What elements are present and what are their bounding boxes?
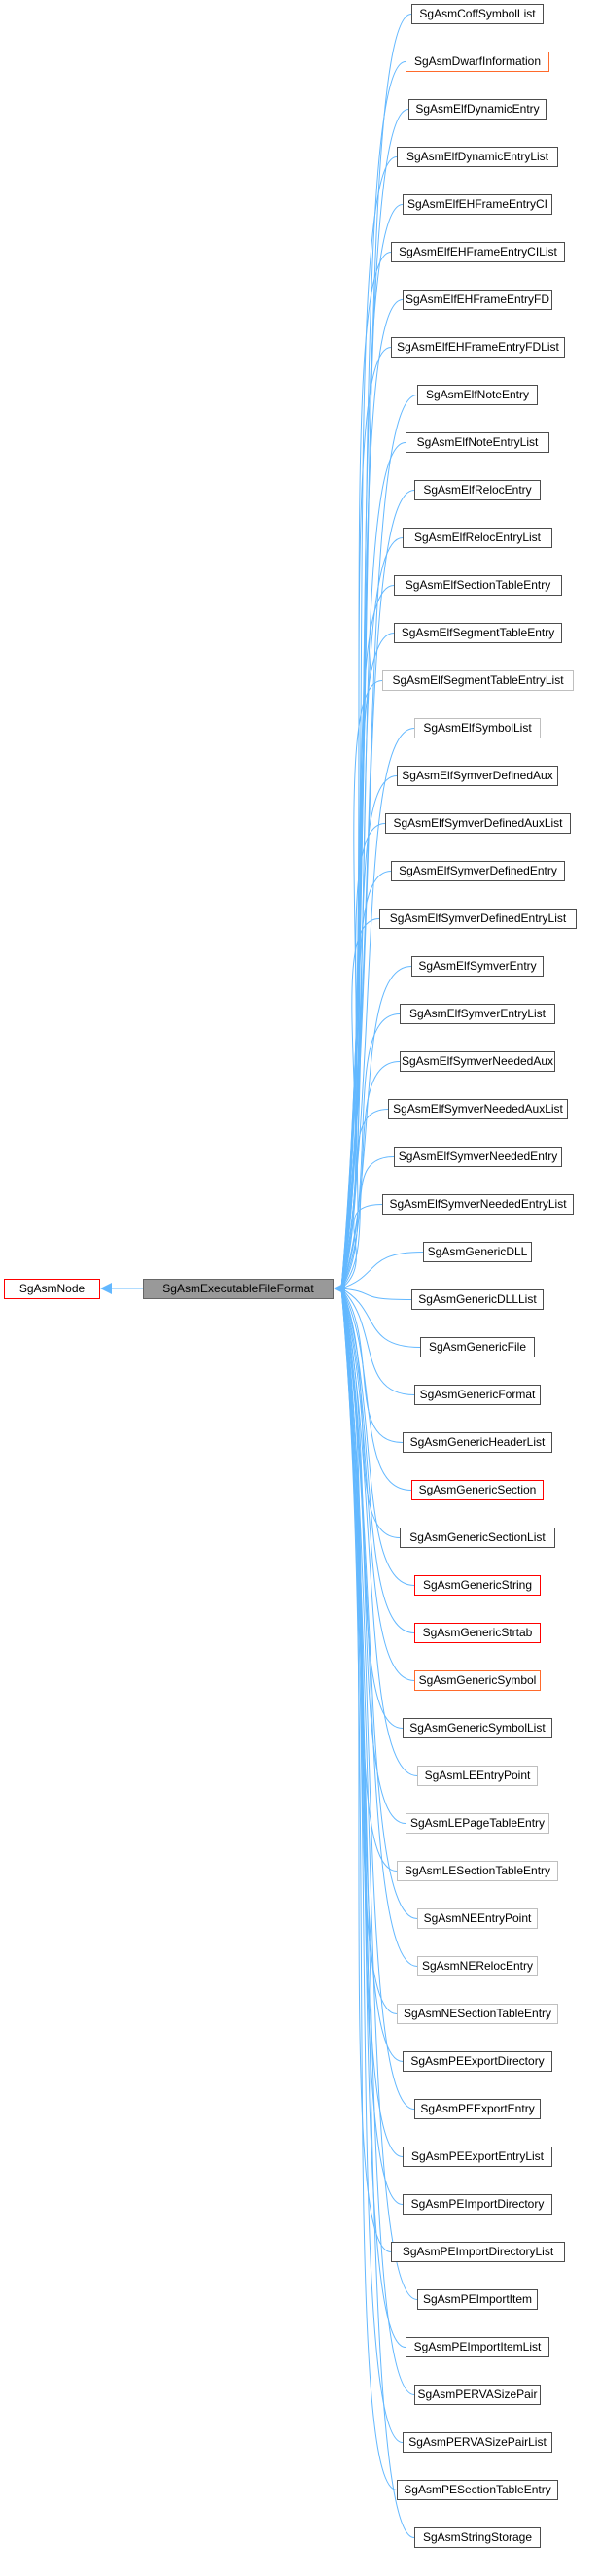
arrowhead-base [100,1283,112,1294]
edge-sg-asm-generic-format [340,1288,415,1395]
node-sg-asm-elf-symver-needed-aux-list[interactable]: SgAsmElfSymverNeededAuxList [388,1099,568,1119]
node-sg-asm-dwarf-information[interactable]: SgAsmDwarfInformation [406,52,549,72]
node-sg-asm-coff-symbol-list[interactable]: SgAsmCoffSymbolList [411,4,544,24]
edge-sg-asm-neentry-point [340,1288,418,1919]
node-sg-asm-elf-reloc-entry-list[interactable]: SgAsmElfRelocEntryList [403,528,552,548]
edge-sg-asm-generic-dlllist [340,1288,412,1300]
edge-sg-asm-elf-symver-entry-list [340,1013,401,1289]
edge-sg-asm-elf-segment-table-entry-list [340,680,383,1289]
node-sg-asm-elf-symver-needed-entry-list[interactable]: SgAsmElfSymverNeededEntryList [382,1194,574,1215]
node-sg-asm-generic-header-list[interactable]: SgAsmGenericHeaderList [403,1432,552,1453]
node-sg-asm-peexport-directory[interactable]: SgAsmPEExportDirectory [403,2051,552,2072]
edge-sg-asm-string-storage [340,1288,415,2538]
node-sg-asm-elf-note-entry-list[interactable]: SgAsmElfNoteEntryList [406,432,549,453]
edge-sg-asm-elf-symver-needed-aux-list [340,1109,389,1289]
node-sg-asm-generic-dll[interactable]: SgAsmGenericDLL [423,1242,532,1262]
edge-sg-asm-generic-file [340,1288,421,1348]
edge-sg-asm-elf-symver-defined-aux-list [340,823,386,1289]
edge-sg-asm-generic-dll [340,1252,424,1289]
node-sg-asm-generic-section-list[interactable]: SgAsmGenericSectionList [400,1528,555,1548]
edge-sg-asm-elf-symver-needed-aux [340,1061,401,1289]
edge-sg-asm-pervasize-pair-list [340,1288,404,2443]
node-sg-asm-elf-symver-needed-entry[interactable]: SgAsmElfSymverNeededEntry [394,1147,562,1167]
node-sg-asm-neentry-point[interactable]: SgAsmNEEntryPoint [417,1908,538,1929]
node-sg-asm-elf-section-table-entry[interactable]: SgAsmElfSectionTableEntry [394,575,562,596]
node-sg-asm-elf-note-entry[interactable]: SgAsmElfNoteEntry [417,385,538,405]
edge-sg-asm-nereloc-entry [340,1288,418,1967]
node-sg-asm-generic-dlllist[interactable]: SgAsmGenericDLLList [411,1289,544,1310]
node-sg-asm-elf-symbol-list[interactable]: SgAsmElfSymbolList [414,718,541,738]
edge-sg-asm-pesection-table-entry [340,1288,398,2490]
node-sg-asm-elf-ehframe-entry-cilist[interactable]: SgAsmElfEHFrameEntryCIList [391,242,565,262]
edge-sg-asm-generic-symbol [340,1288,415,1681]
node-sg-asm-peimport-directory-list[interactable]: SgAsmPEImportDirectoryList [391,2242,565,2262]
edge-sg-asm-elf-symver-needed-entry-list [340,1204,383,1289]
node-sg-asm-elf-symver-defined-entry-list[interactable]: SgAsmElfSymverDefinedEntryList [379,909,577,929]
node-sg-asm-generic-file[interactable]: SgAsmGenericFile [420,1337,535,1357]
node-sg-asm-elf-symver-needed-aux[interactable]: SgAsmElfSymverNeededAux [400,1051,555,1072]
edge-sg-asm-leentry-point [340,1288,418,1776]
node-sg-asm-lepage-table-entry[interactable]: SgAsmLEPageTableEntry [406,1813,549,1834]
node-sg-asm-generic-symbol-list[interactable]: SgAsmGenericSymbolList [403,1718,552,1738]
node-sg-asm-elf-dynamic-entry[interactable]: SgAsmElfDynamicEntry [408,99,547,120]
node-sg-asm-elf-symver-defined-aux[interactable]: SgAsmElfSymverDefinedAux [397,766,558,786]
edge-sg-asm-elf-ehframe-entry-fdlist [340,347,392,1289]
edge-sg-asm-elf-symver-needed-entry [340,1156,395,1289]
node-sg-asm-elf-symver-defined-entry[interactable]: SgAsmElfSymverDefinedEntry [391,861,565,881]
edge-sg-asm-elf-symver-entry [340,966,412,1289]
node-sg-asm-generic-format[interactable]: SgAsmGenericFormat [414,1385,541,1405]
edge-sg-asm-elf-ehframe-entry-fd [340,299,404,1289]
node-sgasmnode[interactable]: SgAsmNode [4,1279,100,1299]
edge-sg-asm-generic-string [340,1288,415,1586]
node-sg-asm-peimport-item[interactable]: SgAsmPEImportItem [417,2289,538,2310]
node-sg-asm-generic-strtab[interactable]: SgAsmGenericStrtab [414,1623,541,1643]
node-sg-asm-leentry-point[interactable]: SgAsmLEEntryPoint [417,1766,538,1786]
node-sg-asm-generic-string[interactable]: SgAsmGenericString [414,1575,541,1596]
node-sg-asm-elf-symver-entry[interactable]: SgAsmElfSymverEntry [411,956,544,977]
edge-sg-asm-generic-strtab [340,1288,415,1633]
edge-sg-asm-generic-section [340,1288,412,1491]
node-sg-asm-elf-symver-defined-aux-list[interactable]: SgAsmElfSymverDefinedAuxList [385,813,571,834]
node-sgasmexecutablefileformat: SgAsmExecutableFileFormat [143,1279,334,1299]
edge-sg-asm-lepage-table-entry [340,1288,406,1824]
node-sg-asm-peexport-entry-list[interactable]: SgAsmPEExportEntryList [403,2147,552,2167]
node-sg-asm-elf-segment-table-entry-list[interactable]: SgAsmElfSegmentTableEntryList [382,670,574,691]
node-sg-asm-elf-ehframe-entry-ci[interactable]: SgAsmElfEHFrameEntryCI [403,194,552,215]
node-sg-asm-generic-symbol[interactable]: SgAsmGenericSymbol [414,1670,541,1691]
edge-sg-asm-elf-symver-defined-entry-list [340,918,380,1289]
node-sg-asm-elf-symver-entry-list[interactable]: SgAsmElfSymverEntryList [400,1004,555,1024]
edge-sg-asm-pervasize-pair [340,1288,415,2395]
edge-sg-asm-generic-header-list [340,1288,404,1443]
node-sg-asm-elf-ehframe-entry-fdlist[interactable]: SgAsmElfEHFrameEntryFDList [391,337,565,358]
node-sg-asm-elf-segment-table-entry[interactable]: SgAsmElfSegmentTableEntry [394,623,562,643]
node-sg-asm-elf-reloc-entry[interactable]: SgAsmElfRelocEntry [414,480,541,500]
node-sg-asm-pervasize-pair-list[interactable]: SgAsmPERVASizePairList [403,2432,552,2453]
node-sg-asm-lesection-table-entry[interactable]: SgAsmLESectionTableEntry [397,1861,558,1881]
node-sg-asm-peexport-entry[interactable]: SgAsmPEExportEntry [414,2099,541,2119]
node-sg-asm-generic-section[interactable]: SgAsmGenericSection [411,1480,544,1500]
node-sg-asm-pervasize-pair[interactable]: SgAsmPERVASizePair [414,2385,541,2405]
edge-sg-asm-generic-section-list [340,1288,401,1538]
node-sg-asm-elf-dynamic-entry-list[interactable]: SgAsmElfDynamicEntryList [397,147,558,167]
node-sg-asm-elf-ehframe-entry-fd[interactable]: SgAsmElfEHFrameEntryFD [403,290,552,310]
node-sg-asm-peimport-item-list[interactable]: SgAsmPEImportItemList [406,2337,549,2357]
node-sg-asm-nesection-table-entry[interactable]: SgAsmNESectionTableEntry [397,2004,558,2024]
arrowhead-focus [334,1283,345,1294]
node-sg-asm-nereloc-entry[interactable]: SgAsmNERelocEntry [417,1956,538,1976]
node-sg-asm-string-storage[interactable]: SgAsmStringStorage [414,2527,541,2548]
node-sg-asm-peimport-directory[interactable]: SgAsmPEImportDirectory [403,2194,552,2215]
node-sg-asm-pesection-table-entry[interactable]: SgAsmPESectionTableEntry [397,2480,558,2500]
edge-sg-asm-peexport-entry [340,1288,415,2110]
